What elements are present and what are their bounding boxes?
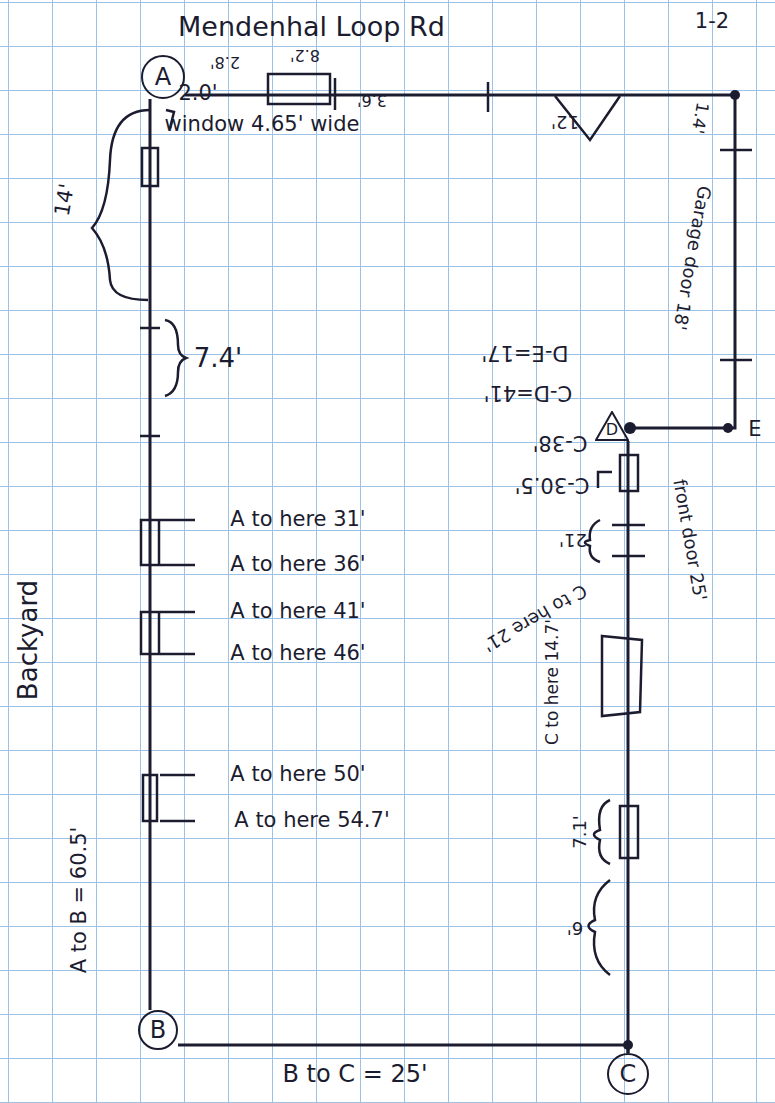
bracket bbox=[589, 880, 611, 975]
dimension-note: 7.1' bbox=[570, 815, 590, 849]
dimension-note: C-30.5' bbox=[515, 472, 590, 495]
corner-letter: C bbox=[620, 1062, 637, 1086]
dimension-note: 2.8' bbox=[210, 53, 240, 71]
bracket bbox=[598, 472, 612, 488]
wall-line bbox=[150, 99, 151, 1010]
dimension-note: 21' bbox=[559, 530, 587, 550]
corner-circle: B bbox=[138, 1010, 178, 1050]
wall-line bbox=[178, 1045, 628, 1053]
leader-line bbox=[160, 774, 195, 777]
dimension-note: A to here 54.7' bbox=[234, 809, 389, 832]
dimension-note: C-D=41' bbox=[484, 380, 573, 403]
dimension-note: C-38' bbox=[533, 430, 588, 453]
dimension-note: D-E=17' bbox=[481, 340, 568, 363]
dimension-note: 1.4' bbox=[688, 101, 712, 135]
tick-mark bbox=[487, 82, 490, 112]
window-symbol bbox=[602, 636, 642, 716]
wall-line bbox=[185, 95, 735, 428]
wall-line bbox=[627, 441, 630, 1053]
dimension-note: 7.4' bbox=[194, 344, 243, 373]
corner-letter: B bbox=[150, 1018, 166, 1042]
dimension-note: 1-2 bbox=[695, 10, 729, 33]
corner-letter: D bbox=[606, 422, 618, 438]
dimension-note: window 4.65' wide bbox=[165, 113, 360, 136]
dimension-note: A to here 31' bbox=[230, 508, 365, 531]
dimension-note: 3.6' bbox=[357, 91, 387, 109]
bracket bbox=[585, 520, 600, 562]
window-symbol bbox=[268, 74, 330, 104]
dimension-note: front door 25' bbox=[670, 478, 711, 603]
dimension-note: Garage door 18' bbox=[670, 184, 715, 331]
wall-line bbox=[178, 1045, 628, 1053]
corner-circle: C bbox=[607, 1053, 649, 1095]
dimension-note: Backyard bbox=[14, 580, 43, 700]
dimension-note: C to here 14.7' bbox=[543, 619, 562, 745]
corner-letter: A bbox=[155, 65, 171, 89]
dimension-note: A to here 36' bbox=[230, 553, 365, 576]
dimension-note: B to C = 25' bbox=[282, 1061, 427, 1087]
corner-triangle: D bbox=[595, 411, 629, 441]
pen-marks bbox=[92, 74, 752, 975]
dimension-note: E bbox=[748, 418, 761, 441]
dimension-note: 14' bbox=[51, 182, 79, 218]
bracket bbox=[165, 320, 186, 396]
triangle-outline bbox=[596, 412, 628, 440]
bracket bbox=[92, 110, 150, 300]
leader-line bbox=[160, 519, 195, 522]
dimension-note: C to here 21' bbox=[480, 580, 591, 655]
dimension-note: 12' bbox=[551, 112, 579, 132]
dimension-note: 8.2' bbox=[290, 46, 320, 64]
dimension-note: A to here 50' bbox=[230, 763, 365, 786]
leader-line bbox=[160, 564, 195, 567]
dimension-note: A to here 41' bbox=[230, 600, 365, 623]
dimension-note: A to B = 60.5' bbox=[68, 827, 91, 974]
dimension-note: 6' bbox=[567, 918, 583, 938]
wall-line bbox=[185, 95, 735, 428]
street-title: Mendenhal Loop Rd bbox=[178, 12, 445, 42]
dimension-note: 2.0' bbox=[178, 82, 217, 105]
wall-line bbox=[149, 99, 152, 1010]
bracket bbox=[594, 800, 610, 864]
corner-circle: A bbox=[141, 55, 185, 99]
leader-line bbox=[160, 611, 195, 614]
wall-line bbox=[628, 441, 629, 1053]
leader-line bbox=[160, 653, 195, 656]
dimension-note: A to here 46' bbox=[230, 642, 365, 665]
leader-line bbox=[160, 820, 195, 823]
